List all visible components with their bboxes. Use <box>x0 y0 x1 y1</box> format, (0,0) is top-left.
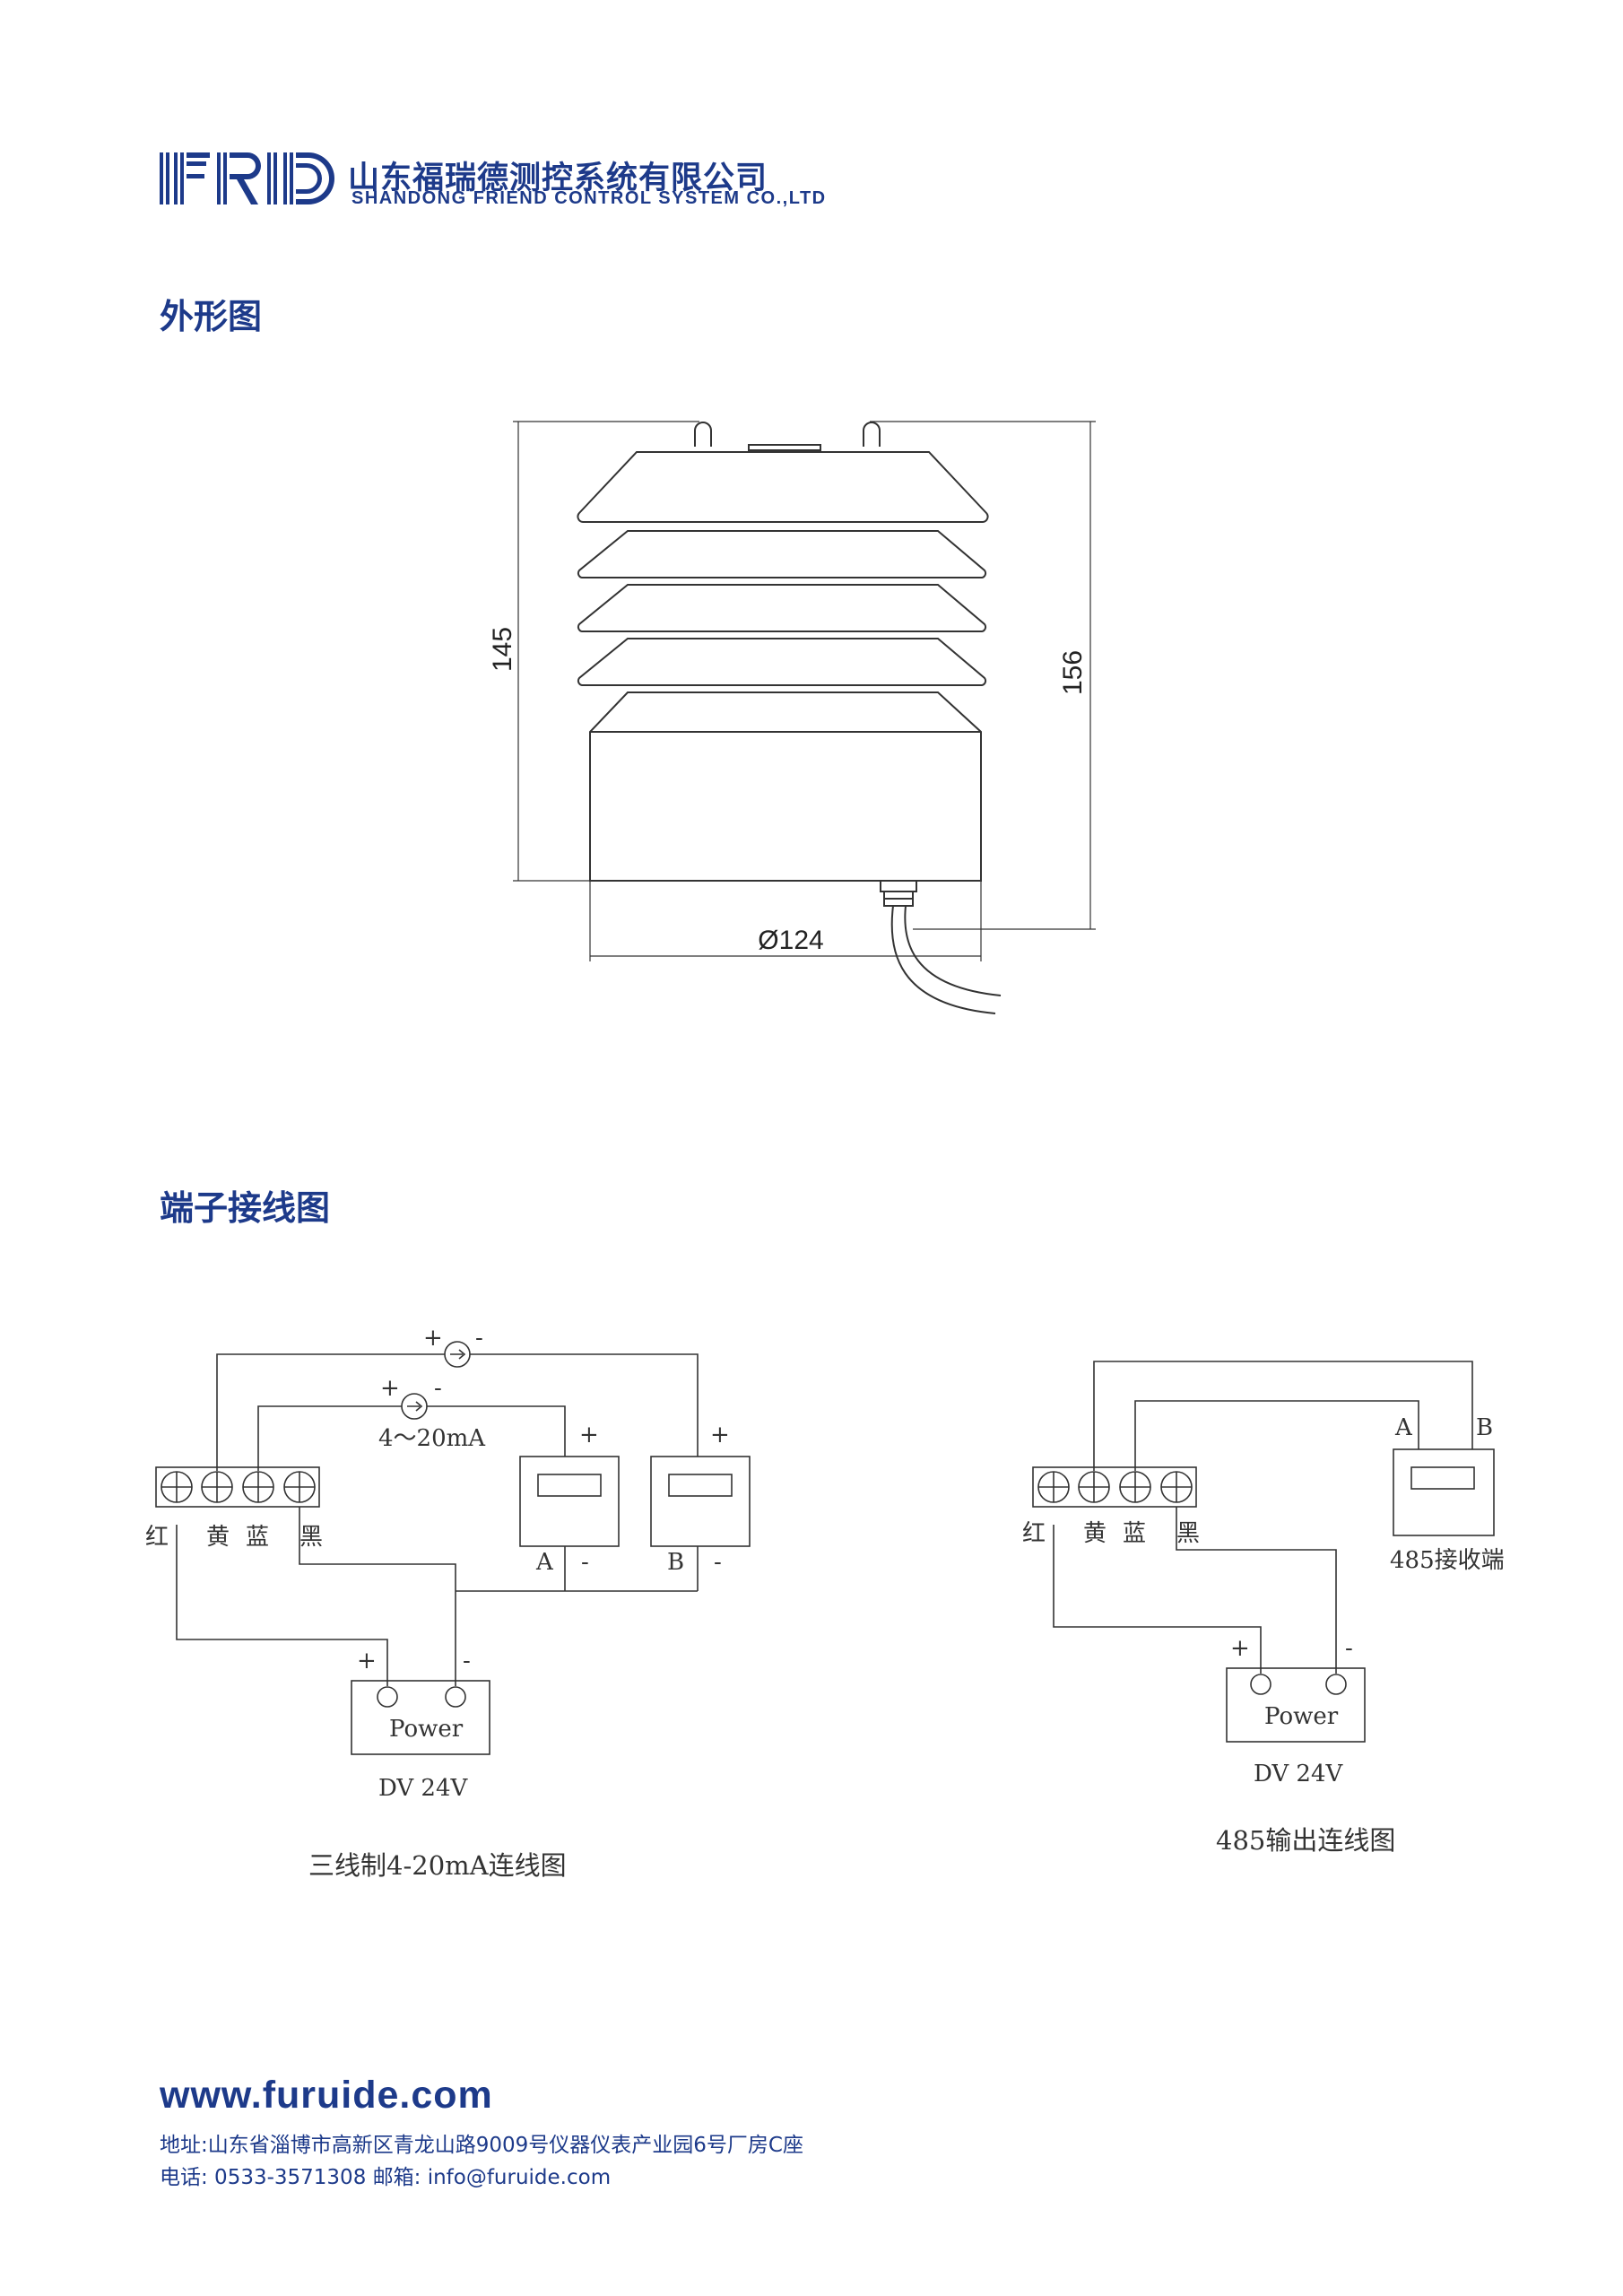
power-voltage-r: DV 24V <box>1254 1761 1344 1787</box>
terminal-screws-left <box>161 1471 316 1503</box>
diagram-caption-right: 485输出连线图 <box>1216 1825 1395 1856</box>
power-plus: + <box>357 1648 377 1674</box>
wire-label-yellow-r: 黄 <box>1083 1520 1107 1547</box>
power-voltage: DV 24V <box>378 1775 469 1802</box>
terminal-b-label: B <box>1476 1414 1493 1441</box>
company-name-cn: 山东福瑞德测控系统有限公司 <box>348 161 768 196</box>
wire-label-black-r: 黑 <box>1176 1520 1200 1547</box>
wire-label-red: 红 <box>145 1524 169 1551</box>
section-title-outline: 外形图 <box>160 297 263 336</box>
loop1-minus: - <box>475 1325 483 1352</box>
meter-b-minus: - <box>714 1549 722 1576</box>
frd-logo <box>160 152 334 204</box>
company-address: 地址:山东省淄博市高新区青龙山路9009号仪器仪表产业园6号厂房C座 <box>160 2134 803 2157</box>
terminal-a-label: A <box>1394 1414 1413 1441</box>
wire-label-blue: 蓝 <box>246 1524 269 1551</box>
wire-label-black: 黑 <box>299 1524 323 1551</box>
meter-a-minus: - <box>581 1549 589 1576</box>
receiver-label: 485接收端 <box>1390 1547 1505 1574</box>
section-title-wiring: 端子接线图 <box>160 1188 331 1228</box>
website-link[interactable]: www.furuide.com <box>160 2074 493 2117</box>
company-contact: 电话: 0533-3571308 邮箱: info@furuide.com <box>160 2166 612 2189</box>
wiring-diagram-485 <box>1032 1361 1495 1743</box>
power-plus-r: + <box>1230 1635 1250 1662</box>
dimension-156: 156 <box>1058 650 1088 695</box>
loop2-minus: - <box>434 1375 442 1402</box>
wire-label-blue-r: 蓝 <box>1123 1520 1146 1547</box>
sensor-outline-drawing <box>513 421 1096 1014</box>
meter-b-label: B <box>667 1549 684 1576</box>
wiring-diagram-4-20ma <box>155 1341 751 1755</box>
dimension-145: 145 <box>488 627 517 672</box>
meter-a-label: A <box>535 1549 554 1576</box>
power-minus-r: - <box>1345 1635 1353 1662</box>
meter-b-plus: + <box>710 1422 730 1448</box>
loop1-plus: + <box>423 1325 443 1352</box>
diagram-caption-left: 三线制4-20mA连线图 <box>308 1850 567 1881</box>
loop2-plus: + <box>380 1375 400 1402</box>
power-label-r: Power <box>1264 1703 1339 1730</box>
power-minus: - <box>463 1648 471 1674</box>
wire-label-red-r: 红 <box>1022 1520 1046 1547</box>
power-label: Power <box>389 1716 464 1743</box>
dimension-diameter: Ø124 <box>758 926 823 955</box>
company-name-en: SHANDONG FRIEND CONTROL SYSTEM CO.,LTD <box>352 188 827 208</box>
terminal-screws-right <box>1037 1471 1193 1503</box>
wire-label-yellow: 黄 <box>206 1524 230 1551</box>
current-label: 4～20mA <box>378 1425 486 1452</box>
meter-a-plus: + <box>579 1422 599 1448</box>
